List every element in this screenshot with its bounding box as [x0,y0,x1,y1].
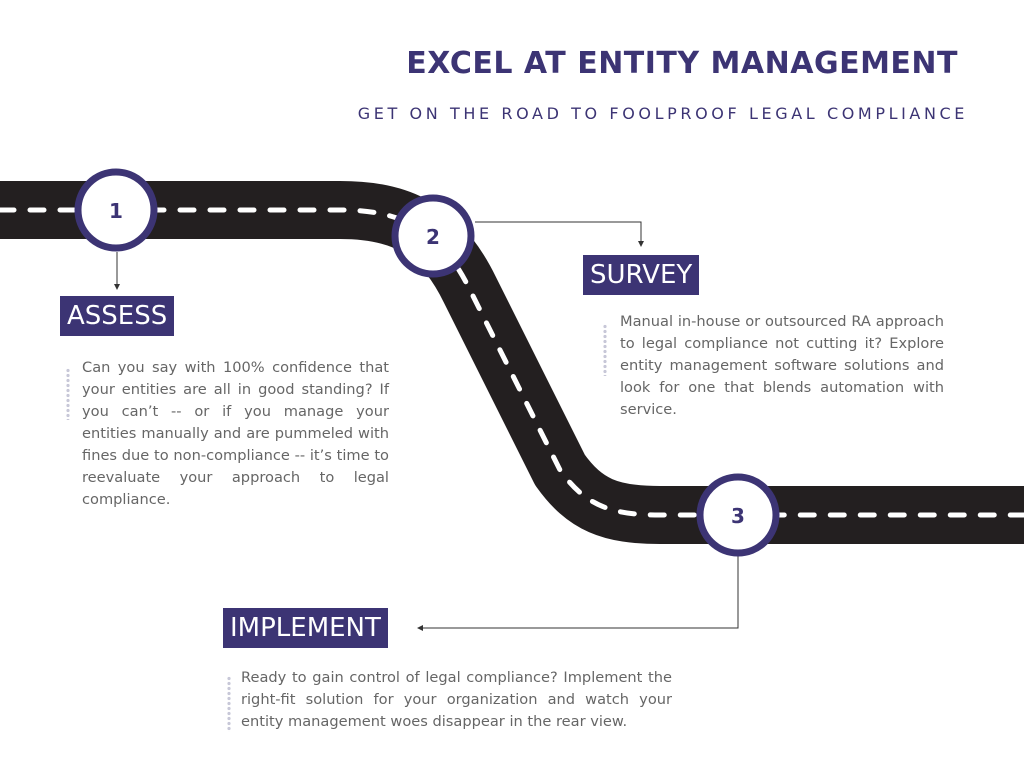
step-number-3: 3 [731,504,745,528]
connector-arrow-2 [475,221,644,247]
connector-arrow-3 [417,556,739,631]
step-marker-3: 3 [696,473,780,557]
step-description-implement: Ready to gain control of legal complianc… [241,669,672,730]
step-number-2: 2 [426,225,440,249]
step-text-accent-implement [227,676,231,732]
step-label-assess: ASSESS [60,296,175,336]
step-text-accent-survey [603,324,607,376]
step-label-survey: SURVEY [583,255,700,295]
road-lane-markings [0,207,1024,518]
page-subtitle: GET ON THE ROAD TO FOOLPROOF LEGAL COMPL… [357,104,968,123]
step-marker-2: 2 [391,194,475,278]
step-marker-1: 1 [74,168,158,252]
step-number-1: 1 [109,199,123,223]
step-text-accent-assess [66,368,70,420]
step-description-assess: Can you say with 100% confidence that yo… [82,359,389,508]
step-description-survey: Manual in-house or outsourced RA approac… [620,313,944,418]
step-label-implement: IMPLEMENT [223,608,388,648]
page-title: EXCEL AT ENTITY MANAGEMENT [406,46,958,81]
